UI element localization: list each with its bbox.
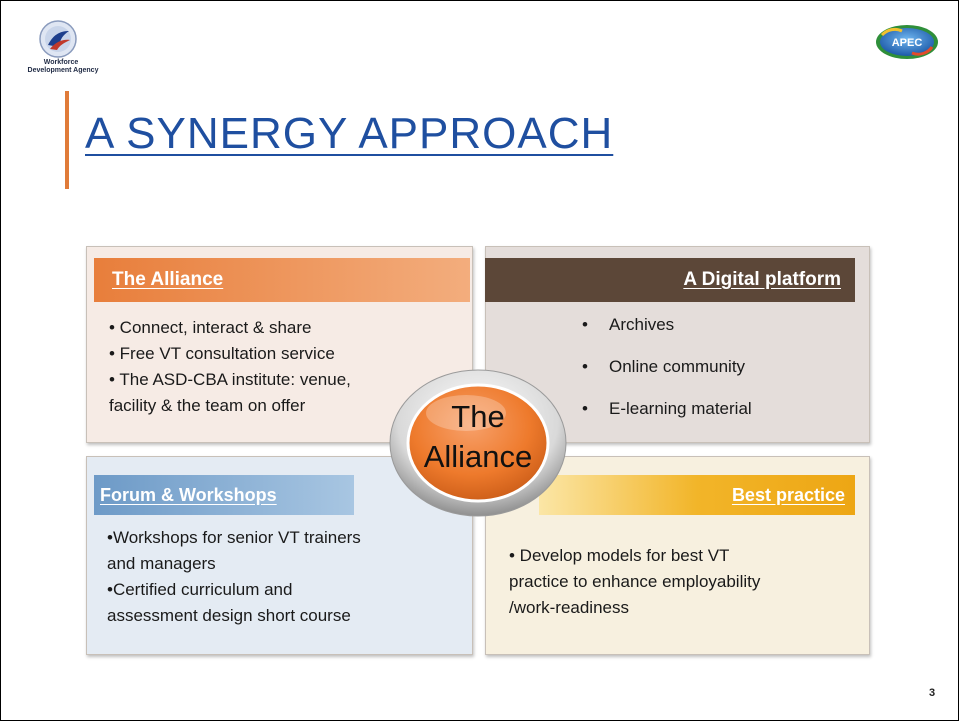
digital-heading: A Digital platform [683,269,841,290]
slide-title: A SYNERGY APPROACH [85,109,614,158]
alliance-line: • The ASD-CBA institute: venue, [109,370,351,389]
alliance-heading-band: The Alliance [94,258,470,302]
forum-heading-band: Forum & Workshops [94,475,354,515]
wda-name-line2: Development Agency [27,67,99,74]
forum-heading: Forum & Workshops [100,484,277,505]
alliance-line: • Connect, interact & share [109,318,312,337]
apec-logo-text: APEC [892,37,923,49]
alliance-text: • Connect, interact & share • Free VT co… [109,315,351,419]
forum-line: and managers [107,554,216,573]
best-line: practice to enhance employability [509,572,761,591]
bullet-icon: • [582,399,588,418]
alliance-line: facility & the team on offer [109,396,306,415]
best-line: /work-readiness [509,598,629,617]
forum-line: •Workshops for senior VT trainers [107,528,361,547]
alliance-line: • Free VT consultation service [109,344,335,363]
alliance-center-circle [389,369,567,517]
forum-line: assessment design short course [107,606,351,625]
bullet-icon: • [582,357,588,376]
best-line: • Develop models for best VT [509,546,730,565]
center-line1: The [451,399,505,434]
wda-name-line1: Workforce [43,59,79,66]
wda-logo: Workforce Development Agency [15,19,107,79]
forum-line: •Certified curriculum and [107,580,293,599]
center-line2: Alliance [423,439,533,474]
page-number: 3 [929,687,936,699]
alliance-heading: The Alliance [112,269,224,290]
title-accent-bar [65,91,69,189]
digital-list: •Archives •Online community •E-learning … [582,315,752,441]
best-heading-band: Best practice [539,475,855,515]
bullet-icon: • [582,315,588,334]
alliance-center-label: The Alliance [388,397,568,477]
apec-logo: APEC [876,25,938,59]
digital-heading-band: A Digital platform [485,258,855,302]
best-practice-text: • Develop models for best VT practice to… [509,543,760,621]
list-item: •Archives [582,315,675,334]
forum-text: •Workshops for senior VT trainers and ma… [107,525,361,629]
best-heading: Best practice [731,484,845,505]
list-item: •Online community [582,357,746,376]
wda-emblem-icon [39,20,77,58]
list-item: •E-learning material [582,399,752,418]
